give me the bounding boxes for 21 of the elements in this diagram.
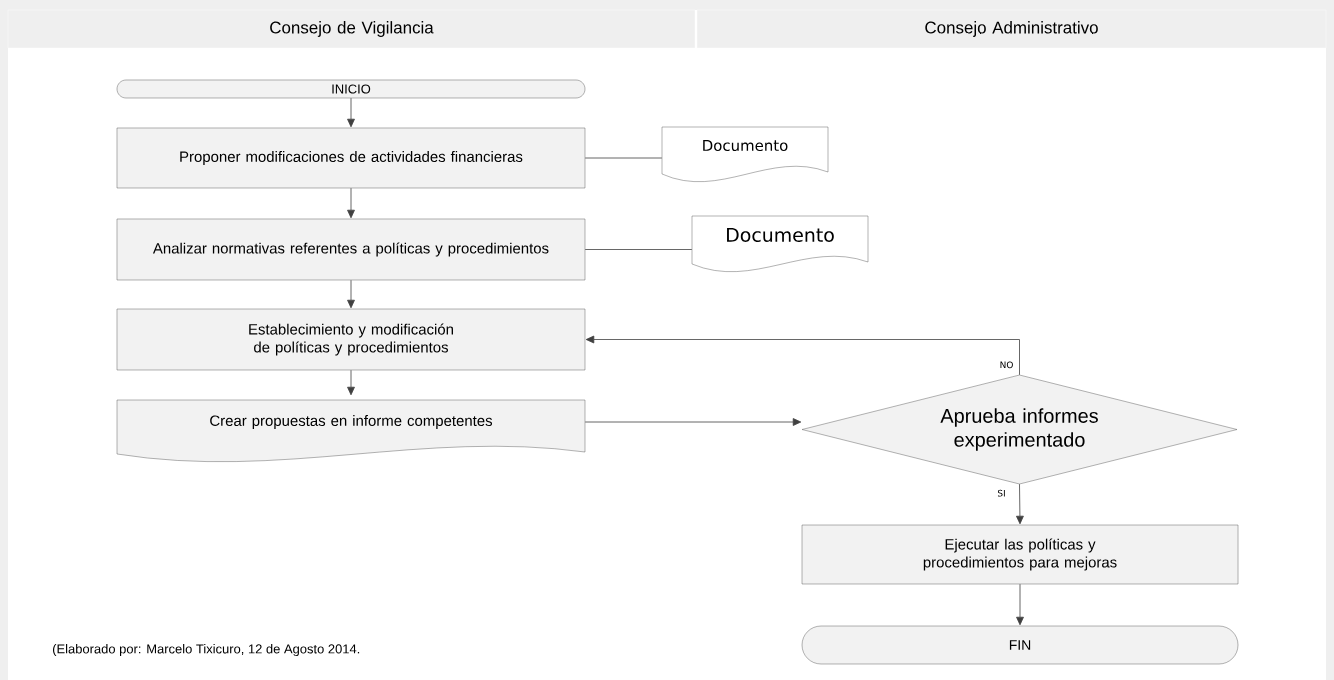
arrow xyxy=(584,418,802,426)
connector-line xyxy=(584,249,693,250)
terminator: INICIO xyxy=(116,79,586,99)
arrow xyxy=(585,335,1020,376)
process-box: Analizar normativas referentes a políticas y procedimientos xyxy=(116,218,586,281)
arrow xyxy=(347,97,355,128)
arrow xyxy=(347,369,355,396)
edge-label: NO xyxy=(998,360,1015,370)
terminator: FIN xyxy=(801,625,1239,665)
arrow xyxy=(347,187,355,219)
arrow xyxy=(1016,583,1024,626)
arrow xyxy=(347,279,355,309)
arrow xyxy=(1016,483,1024,525)
process-box: Establecimiento y modificación de políticas y procedimientos xyxy=(116,308,586,371)
lane-header: Consejo Administrativo xyxy=(696,9,1327,49)
lane-header: Consejo de Vigilancia xyxy=(7,9,696,49)
connector-line xyxy=(584,157,663,159)
caption: (Elaborado por: Marcelo Tixicuro, 12 de Agosto 2014. xyxy=(53,643,360,657)
process-box: Ejecutar las políticas y procedimientos para mejoras xyxy=(801,524,1239,585)
edge-label: SI xyxy=(996,488,1007,498)
process-box: Proponer modificaciones de actividades financieras xyxy=(116,127,586,189)
